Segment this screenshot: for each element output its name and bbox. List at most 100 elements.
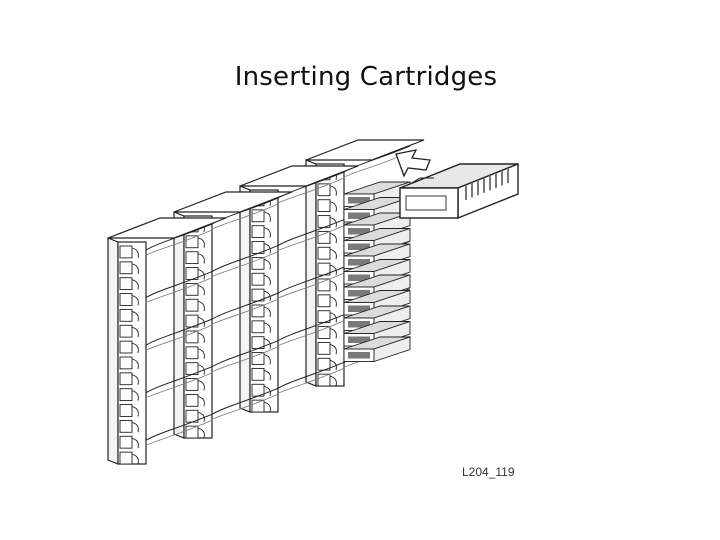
slot-tab: [185, 425, 199, 439]
slot-tab: [119, 340, 133, 354]
slot-tab: [317, 341, 331, 355]
slot-hook: [197, 395, 205, 407]
shelf-guide: [211, 245, 279, 273]
slot-tab: [317, 373, 331, 387]
shelf-guide: [145, 318, 213, 346]
slot-tab: [251, 399, 265, 413]
rack-side-frame: [305, 159, 317, 387]
slot-tab: [119, 261, 133, 275]
slot-hook: [131, 374, 139, 385]
slot-hook: [131, 263, 139, 274]
slot-hook: [329, 232, 337, 244]
rack-top-plate: [173, 191, 293, 213]
slot-hook: [131, 310, 139, 322]
cartridge-label: [348, 290, 370, 297]
loaded-cartridge: [343, 289, 411, 316]
shelf-guide: [211, 292, 279, 320]
rack-top-plate: [107, 217, 227, 239]
shelf-guide: [145, 223, 213, 251]
slot-tab: [119, 308, 133, 322]
slot-tab: [185, 282, 199, 296]
slot-tab: [317, 246, 331, 260]
shelf-guide-shadow: [145, 419, 213, 446]
shelf-guide: [145, 366, 213, 394]
slot-tab: [119, 419, 133, 433]
slot-hook: [263, 322, 271, 333]
slot-hook: [263, 338, 271, 349]
slot-tab: [119, 404, 133, 417]
slot-hook: [131, 342, 139, 354]
slot-hook: [131, 406, 139, 417]
shelf-guide-shadow: [145, 277, 213, 303]
cartridge-label: [348, 352, 370, 359]
slot-tab: [119, 245, 133, 259]
slot-tab: [119, 293, 133, 306]
slot-hook: [263, 258, 271, 270]
shelf-guide-shadow: [277, 272, 345, 299]
slot-tab: [185, 330, 199, 344]
shelf-guide-shadow: [277, 177, 345, 204]
cartridge-label: [348, 259, 370, 266]
slot-hook: [329, 217, 337, 228]
slot-hook: [263, 306, 271, 317]
slot-tab: [119, 324, 133, 338]
shelf-guide-shadow: [211, 393, 279, 420]
slot-tab: [317, 294, 331, 308]
slot-hook: [329, 375, 337, 387]
shelf-guide-shadow: [145, 324, 213, 351]
inserting-cartridge: [399, 162, 519, 220]
shelf-guide: [211, 387, 279, 415]
slot-hook: [263, 354, 271, 365]
shelf-guide: [277, 219, 345, 247]
rack-column: [239, 165, 359, 413]
slot-hook: [197, 411, 205, 423]
slot-hook: [197, 364, 205, 375]
shelf-guide-shadow: [145, 372, 213, 399]
slot-hook: [131, 453, 139, 465]
slot-hook: [131, 247, 139, 258]
shelf-guide: [145, 271, 213, 299]
slot-tab: [185, 378, 199, 391]
cartridge-notch: [409, 177, 434, 185]
slot-hook: [197, 427, 205, 439]
cartridge-label: [348, 212, 370, 219]
slot-tab: [251, 225, 265, 239]
cartridge-window: [405, 195, 447, 211]
shelf-guide-shadow: [211, 251, 279, 277]
slot-tab: [119, 388, 133, 402]
slot-hook: [197, 284, 205, 296]
cartridge-label: [348, 321, 370, 328]
shelf-guide-shadow: [211, 346, 279, 373]
slot-tab: [317, 278, 331, 292]
slot-tab: [317, 199, 331, 213]
shelf-guide: [277, 266, 345, 294]
shelf-guide-shadow: [211, 203, 279, 230]
cartridge-label: [348, 228, 370, 235]
shelf-guide: [211, 340, 279, 368]
slot-hook: [197, 269, 205, 280]
slot-hook: [197, 316, 205, 328]
slot-tab: [251, 209, 265, 223]
rack-side-frame: [173, 211, 185, 439]
cartridge-label: [348, 243, 370, 250]
slot-hook: [263, 401, 271, 413]
slot-hook: [131, 358, 139, 369]
slot-tab: [119, 372, 133, 386]
slot-hook: [131, 421, 139, 433]
slot-hook: [329, 359, 337, 371]
slot-hook: [263, 385, 271, 397]
slot-hook: [131, 326, 139, 338]
slot-tab: [251, 304, 265, 318]
slot-hook: [329, 328, 337, 339]
slot-tab: [317, 326, 331, 339]
slot-hook: [329, 201, 337, 212]
shelf-guide-shadow: [145, 229, 213, 256]
slot-hook: [329, 185, 337, 196]
shelf-guide-shadow: [277, 320, 345, 347]
figure-id: L204_119: [462, 465, 515, 479]
insert-arrow-shape: [395, 149, 431, 178]
cartridge-rack-illustration: [107, 139, 519, 465]
loaded-cartridge: [343, 336, 411, 363]
slot-hook: [197, 253, 205, 264]
slot-tab: [185, 251, 199, 265]
